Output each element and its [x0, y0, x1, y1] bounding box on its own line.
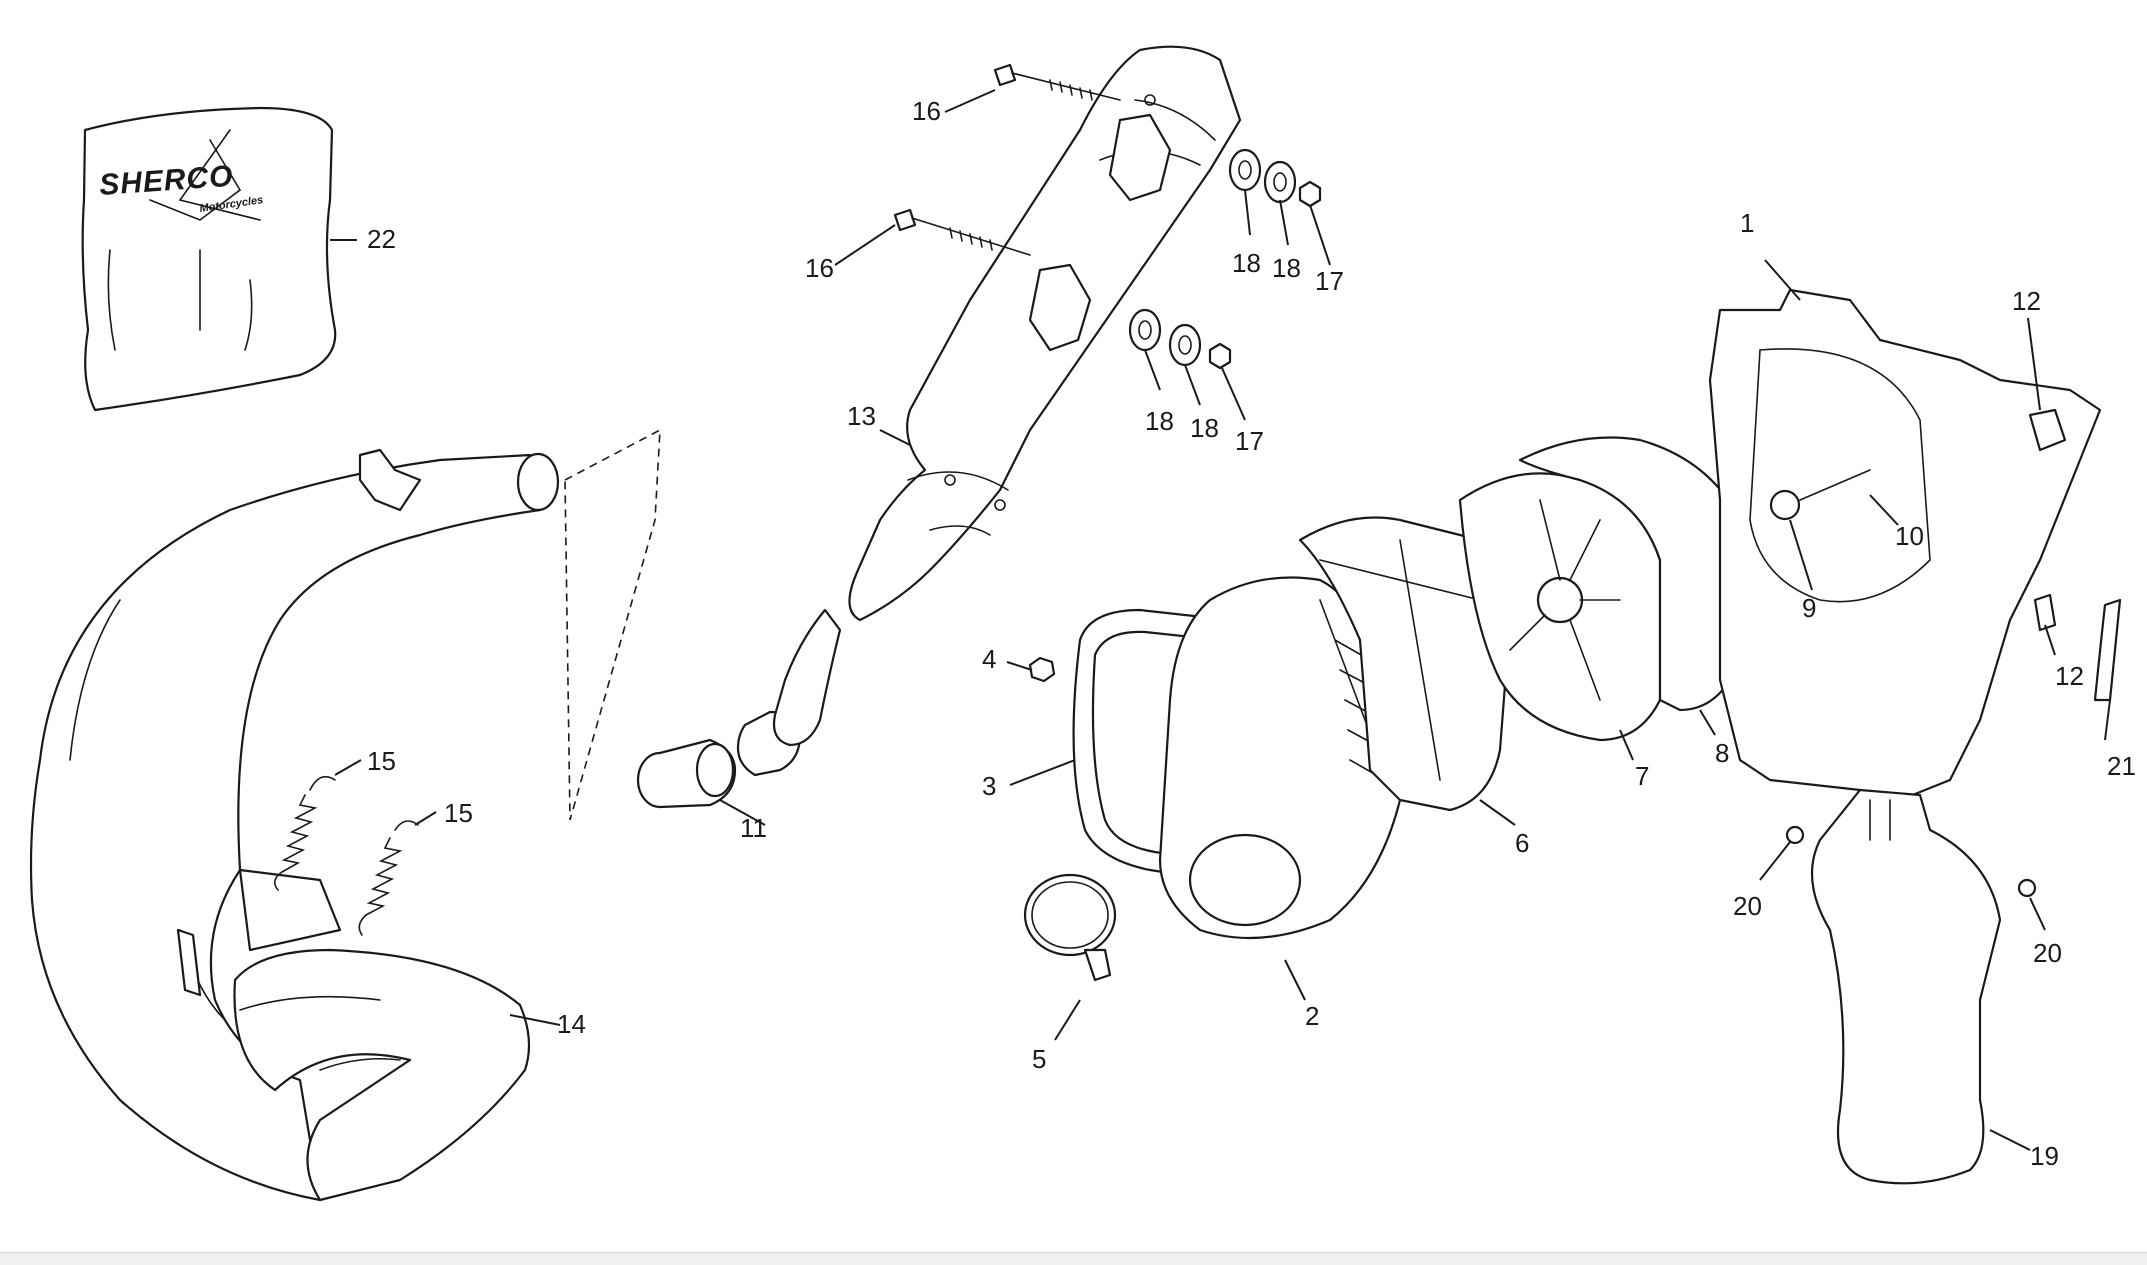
- callout-15-lower: 15: [444, 798, 473, 828]
- callout-7: 7: [1635, 761, 1649, 791]
- callout-17-upper: 17: [1315, 266, 1344, 296]
- clip-part: [2033, 593, 2122, 702]
- callout-16-upper: 16: [912, 96, 941, 126]
- callout-2: 2: [1305, 1001, 1319, 1031]
- callout-22: 22: [367, 224, 396, 254]
- callout-5: 5: [1032, 1044, 1046, 1074]
- callout-12-top: 12: [2012, 286, 2041, 316]
- washer-nut-part: [1128, 148, 1322, 370]
- bolt-part: [893, 63, 1121, 256]
- callout-labels: 1 2 3 4 5 6 7 8 9 10 11 12 12 13 14 15 1…: [367, 96, 2136, 1171]
- callout-18-c: 18: [1145, 406, 1174, 436]
- callout-14: 14: [557, 1009, 586, 1039]
- airbox-housing-part: [1708, 288, 2102, 802]
- filter-cage-part: [1298, 516, 1512, 812]
- intake-snorkel-part: [1810, 788, 2002, 1185]
- alignment-guide-line: [564, 428, 661, 821]
- silencer-part: [772, 45, 1242, 747]
- screw-part: [1785, 825, 2037, 898]
- callout-3: 3: [982, 771, 996, 801]
- callout-17-lower: 17: [1235, 426, 1264, 456]
- nut-part: [1028, 656, 1056, 683]
- callout-8: 8: [1715, 738, 1729, 768]
- hose-clamp-part: [1023, 873, 1117, 982]
- callout-11: 11: [740, 813, 767, 843]
- expansion-chamber-part: [29, 448, 560, 1202]
- callout-18-b: 18: [1272, 253, 1301, 283]
- callout-19: 19: [2030, 1141, 2059, 1171]
- callout-12-bottom: 12: [2055, 661, 2084, 691]
- callout-20-left: 20: [1733, 891, 1762, 921]
- callout-13: 13: [847, 401, 876, 431]
- intake-boot-part: [1158, 576, 1402, 940]
- bottom-edge-band: [0, 1252, 2147, 1265]
- callout-1: 1: [1740, 208, 1754, 238]
- callout-9: 9: [1802, 593, 1816, 623]
- callout-21: 21: [2107, 751, 2136, 781]
- leader-lines: [330, 89, 2111, 1151]
- cover-bag-part: SHERCO Motorcycles: [81, 106, 337, 412]
- callout-18-d: 18: [1190, 413, 1219, 443]
- spring-part: [274, 775, 419, 936]
- callout-20-right: 20: [2033, 938, 2062, 968]
- coupler-part: [636, 710, 802, 809]
- callout-10: 10: [1895, 521, 1924, 551]
- callout-6: 6: [1515, 828, 1529, 858]
- callout-15-upper: 15: [367, 746, 396, 776]
- callout-16-lower: 16: [805, 253, 834, 283]
- callout-18-a: 18: [1232, 248, 1261, 278]
- callout-4: 4: [982, 644, 996, 674]
